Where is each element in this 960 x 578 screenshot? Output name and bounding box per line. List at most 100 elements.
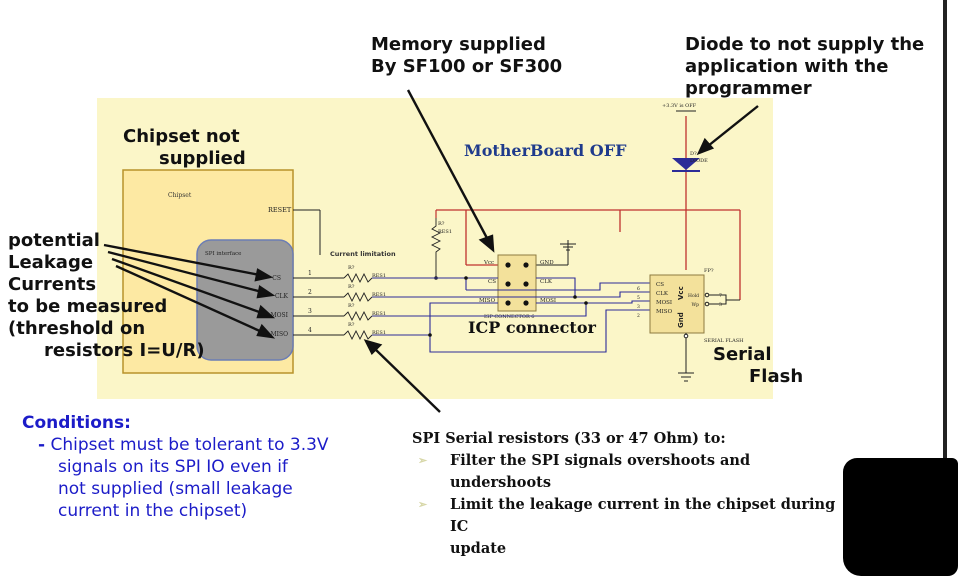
leak-arrow-cs [103,243,261,277]
cs-junction [464,276,468,280]
leakage-line2: Leakage [8,252,94,273]
line-number-2: 2 [308,289,312,296]
leakage-line4: to be measured [8,296,168,317]
conditions-line-2: signals on its SPI IO even if [58,457,288,477]
leak-arrowhead-cs [254,268,274,282]
diode-ref: D? [690,151,697,157]
isp-label-clk: CLK [540,279,553,285]
conditions-title: Conditions: [22,413,131,433]
resistor-miso-val: RES1 [372,330,386,336]
line-number-4: 4 [308,327,312,334]
resistor-cs [343,272,373,284]
pullup-ref: R? [438,221,445,227]
flash-pin-miso: MISO [656,309,673,315]
chipset-block-label: Chipset [168,192,192,199]
spi-resistor-bullet-2: Limit the leakage current in the chipset… [412,494,852,538]
resistor-arrow-line [373,347,441,413]
resistor-cs-ref: R? [348,265,355,271]
spi-interface-block [196,239,294,361]
mosi-wire-isp [372,302,587,317]
chipset-callout-line1: Chipset not [123,126,240,147]
mosi-junction [584,301,588,305]
reset-pin-label: RESET [268,206,292,214]
leak-arrow-mosi [111,257,263,315]
line-number-1: 1 [308,270,312,277]
resistor-miso-ref: R? [348,322,355,328]
resistor-clk-val: RES1 [372,292,386,298]
resistor-mosi-ref: R? [348,303,355,309]
resistor-clk [343,291,373,303]
resistor-mosi-val: RES1 [372,311,386,317]
isp-label-gnd: GND [540,260,554,266]
leak-arrow-miso [115,264,263,334]
resistor-arrowhead [363,339,383,356]
serial-flash-line2: Flash [749,366,804,387]
flash-right-pin-7: 7 [719,293,722,299]
leakage-callout: potential Leakage Currents to be measure… [8,230,205,362]
leak-arrowhead-clk [256,285,276,299]
spi-resistor-note: SPI Serial resistors (33 or 47 Ohm) to: … [412,428,852,560]
chipset-callout: Chipset not supplied [123,126,246,170]
flash-pin-number-5: 5 [637,295,640,301]
chipset-pin-miso: MISO [270,331,288,338]
supply-label: +3.3V is OFF [662,103,697,109]
mosi-wire-flash [586,300,650,304]
memory-callout-line1: Memory supplied [371,34,546,55]
flash-vcc-label: Vcc [677,286,685,300]
spi-resistor-bullet-1: Filter the SPI signals overshoots and un… [412,450,852,494]
conditions-line-3: not supplied (small leakage [58,479,293,499]
current-limitation-label: Current limitation [330,250,396,258]
isp-label-cs: CS [488,279,496,285]
clk-wire-flash [575,291,650,298]
pullup-val: RES1 [438,229,452,235]
flash-wp-pin [704,301,710,307]
leakage-line5: (threshold on [8,318,146,339]
line-number-3: 3 [308,308,312,315]
diode-arrowhead [696,137,715,156]
resistor-cs-val: RES1 [372,273,386,279]
cs-wire-flash [466,282,650,291]
chipset-pin-cs: CS [272,275,281,282]
wp-wire [709,299,740,305]
flash-pin-mosi: MOSI [656,300,672,306]
diode-callout-line3: programmer [685,78,812,99]
serial-flash-chip [649,274,705,334]
spi-interface-label: SPI interface [205,251,241,257]
isp-pin-2 [523,262,529,268]
flash-gnd-label: Gnd [677,312,685,328]
flash-gnd-pin [683,333,689,339]
miso-junction [428,333,432,337]
leak-arrow-clk [107,250,263,294]
hold-wire [709,294,727,300]
flash-pin-hold: Hold [688,293,699,299]
leakage-line6: resistors I=U/R) [44,340,205,361]
chipset-callout-line2: supplied [159,148,246,169]
flash-label: SERIAL FLASH [704,338,744,344]
conditions-line-1: - Chipset must be tolerant to 3.3V [22,434,382,456]
diode-callout-line1: Diode to not supply the [685,34,925,55]
conditions-dash: - [38,435,46,455]
diode-symbol [672,158,700,170]
flash-pin-cs: CS [656,282,664,288]
flash-pin-wp: Wp [691,302,699,308]
chipset-pin-mosi: MOSI [270,312,288,319]
flash-pin-number-2: 2 [637,313,640,319]
diode-val: DIODE [690,158,708,164]
motherboard-off-label: MotherBoard OFF [464,141,627,160]
conditions-line-4: current in the chipset) [58,501,248,521]
isp-connector-body [497,254,537,312]
miso-wire-isp [372,302,498,336]
flash-pin-number-3: 3 [637,304,640,310]
isp-label-vcc: Vcc [483,260,494,266]
clk-wire-isp [536,277,576,297]
isp-connector-ref: ISP CONNECTOR 6 [484,314,534,320]
spi-resistor-continuation: update [450,540,507,557]
serial-flash-callout: Serial Flash [713,344,803,388]
resistor-miso [343,329,373,341]
isp-pin-5 [505,300,511,306]
flash-pin-clk: CLK [656,291,669,297]
isp-pin-4 [523,281,529,287]
resistor-clk-ref: R? [348,284,355,290]
